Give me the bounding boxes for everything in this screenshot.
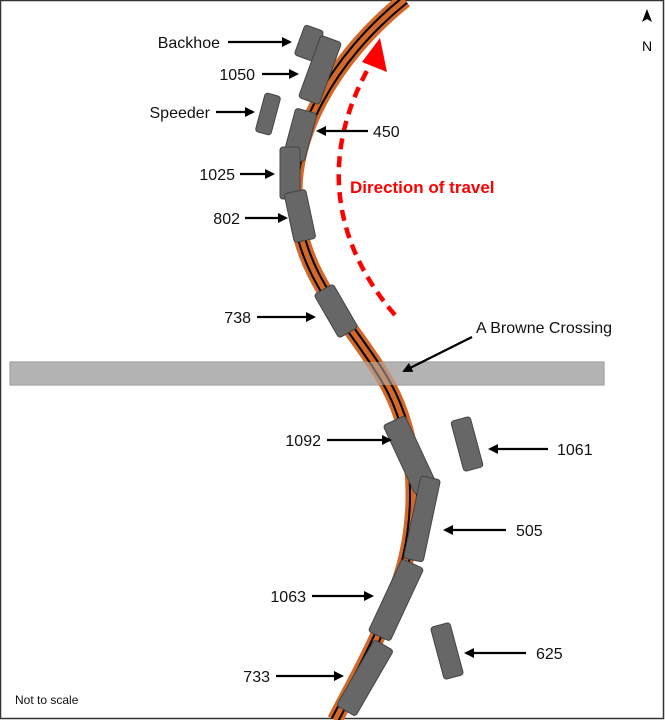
vehicle-1063 bbox=[368, 559, 424, 641]
direction-label: Direction of travel bbox=[350, 178, 495, 197]
label-738: 738 bbox=[224, 310, 251, 327]
scale-note: Not to scale bbox=[15, 693, 79, 707]
vehicle-labels: Backhoe 1050 Speeder 450 1025 802 738 A … bbox=[150, 35, 613, 686]
label-1061: 1061 bbox=[557, 442, 593, 459]
vehicle-1050 bbox=[298, 35, 342, 105]
direction-arrow bbox=[336, 60, 397, 317]
vehicle-733 bbox=[337, 640, 393, 716]
direction-arrowhead-icon bbox=[362, 38, 387, 72]
label-crossing: A Browne Crossing bbox=[476, 320, 612, 337]
label-arrows bbox=[216, 37, 548, 681]
label-backhoe: Backhoe bbox=[158, 35, 220, 52]
vehicle-speeder bbox=[255, 92, 281, 136]
north-arrow-icon bbox=[642, 9, 652, 22]
label-1092: 1092 bbox=[285, 433, 321, 450]
vehicle-625 bbox=[430, 622, 464, 680]
vehicle-802 bbox=[284, 189, 316, 243]
label-450: 450 bbox=[373, 124, 400, 141]
label-1025: 1025 bbox=[199, 167, 235, 184]
label-625: 625 bbox=[536, 646, 563, 663]
north-compass: N bbox=[642, 9, 652, 54]
crossing-overlay bbox=[10, 362, 604, 385]
vehicle-505 bbox=[403, 475, 441, 563]
vehicle-738 bbox=[314, 284, 358, 338]
label-1063: 1063 bbox=[270, 589, 306, 606]
label-speeder: Speeder bbox=[150, 105, 211, 122]
vehicles bbox=[255, 24, 484, 716]
label-802: 802 bbox=[213, 211, 240, 228]
label-505: 505 bbox=[516, 523, 543, 540]
north-label: N bbox=[642, 38, 652, 54]
vehicle-1061 bbox=[450, 416, 484, 472]
label-733: 733 bbox=[243, 669, 270, 686]
arrow-crossing bbox=[402, 336, 473, 372]
label-1050: 1050 bbox=[219, 67, 255, 84]
